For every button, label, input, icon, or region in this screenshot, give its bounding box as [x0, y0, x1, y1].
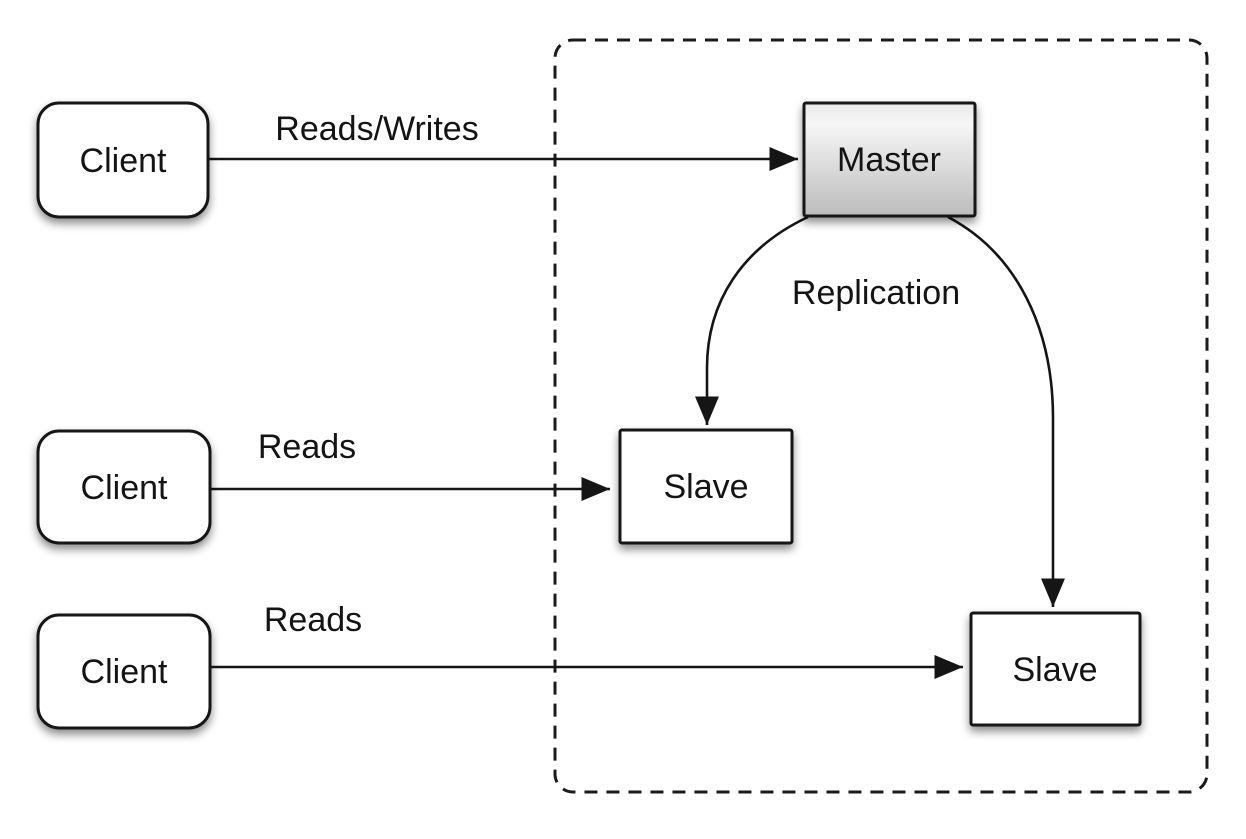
client-2-label: Client — [81, 469, 168, 507]
edge-master-to-slave2-arrow — [947, 215, 1066, 607]
node-slave-1: Slave — [618, 428, 794, 545]
edge-master-to-slave1-arrow — [694, 215, 809, 425]
node-client-3: Client — [36, 613, 212, 730]
slave-1-box — [618, 428, 794, 545]
node-master: Master — [802, 101, 977, 218]
replication-zone-border — [553, 38, 1209, 794]
edge-label-reads-middle: Reads — [258, 428, 356, 466]
node-client-2: Client — [36, 429, 212, 545]
edge-label-reads-bottom: Reads — [264, 601, 362, 639]
slave-2-label: Slave — [1012, 651, 1097, 689]
master-box — [802, 101, 977, 218]
master-label: Master — [837, 141, 941, 179]
slave-2-box — [969, 611, 1142, 727]
edge-label-replication: Replication — [792, 274, 960, 312]
node-slave-2: Slave — [969, 611, 1142, 727]
edge-label-reads-writes: Reads/Writes — [275, 110, 478, 148]
client-1-box — [36, 101, 210, 219]
client-2-box — [36, 429, 212, 545]
node-client-1: Client — [36, 101, 210, 219]
client-1-label: Client — [80, 142, 167, 180]
client-3-label: Client — [81, 653, 168, 691]
slave-1-label: Slave — [663, 468, 748, 506]
client-3-box — [36, 613, 212, 730]
